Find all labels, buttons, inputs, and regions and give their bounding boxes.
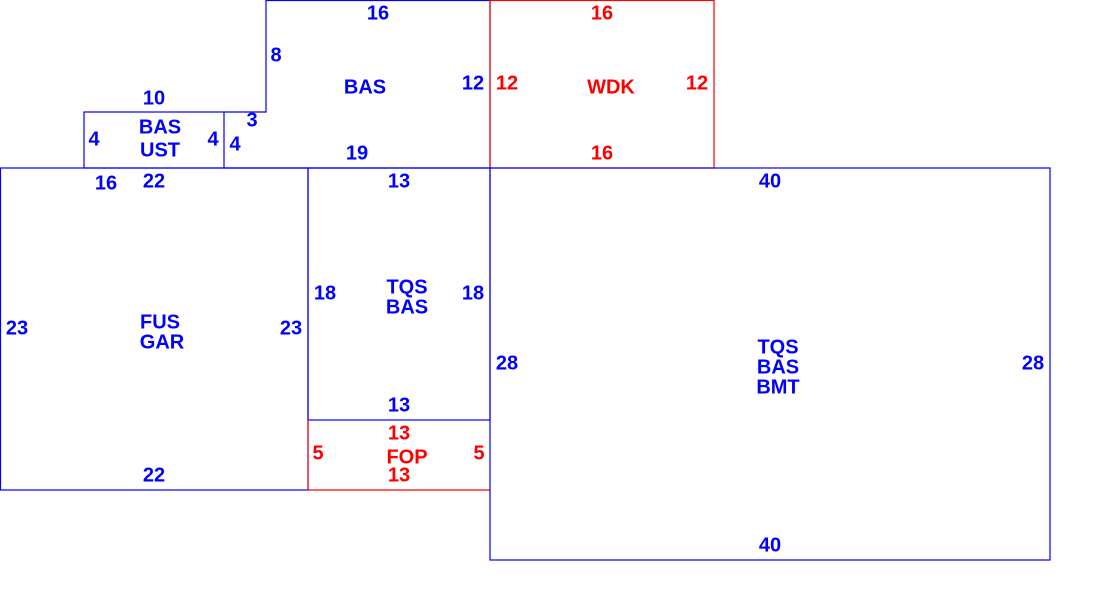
dim-left: 18 — [314, 282, 336, 304]
dim-right: 12 — [686, 72, 708, 94]
dim-top: 16 — [367, 2, 389, 24]
area-label-1: TQS — [386, 276, 427, 298]
dim-left: 4 — [88, 128, 100, 150]
area-fop: FOP 13 13 5 5 — [307, 420, 490, 491]
area-label-1: BAS — [139, 116, 181, 138]
dim-top: 13 — [388, 170, 410, 192]
area-tqs-bas-bmt: TQS BAS BMT 40 40 28 28 — [489, 167, 1051, 561]
outline — [307, 420, 490, 491]
outline — [489, 167, 1051, 561]
dim-right: 12 — [462, 72, 484, 94]
area-wdk: WDK 16 16 12 12 — [489, 0, 715, 169]
dim-left: 5 — [312, 442, 323, 464]
dim-bottom: 13 — [388, 394, 410, 416]
dim-bottom: 13 — [388, 464, 410, 486]
area-label: WDK — [587, 76, 635, 98]
dim-left: 23 — [6, 317, 28, 339]
area-tqs-bas: TQS BAS 13 13 18 18 — [307, 167, 491, 421]
dim-step: 3 — [246, 109, 257, 131]
dim-top: 16 — [591, 2, 613, 24]
area-label-2: UST — [140, 139, 180, 161]
area-label-1: TQS — [757, 336, 798, 358]
dim-bottom: 16 — [591, 142, 613, 164]
area-label-2: GAR — [140, 331, 185, 353]
area-label-2: BAS — [757, 356, 799, 378]
dim-left: 12 — [496, 72, 518, 94]
area-label-1: FUS — [140, 311, 180, 333]
dim-right: 23 — [280, 317, 302, 339]
area-label: FOP — [386, 446, 427, 468]
dim-left: 8 — [270, 44, 281, 66]
dim-right: 18 — [462, 282, 484, 304]
area-label-2: BAS — [386, 296, 428, 318]
dim-top: 10 — [143, 87, 165, 109]
dim-bottom: 19 — [346, 142, 368, 164]
area-label: BAS — [344, 76, 386, 98]
area-bas-ust: 10 BAS UST 16 4 4 4 — [83, 87, 241, 194]
area-label-3: BMT — [756, 376, 799, 398]
dim-bottom: 40 — [759, 534, 781, 556]
dim-top: 40 — [759, 170, 781, 192]
dim-right-outer: 4 — [229, 133, 241, 155]
dim-bottom: 16 — [95, 172, 117, 194]
dim-top: 22 — [143, 170, 165, 192]
dim-right: 28 — [1022, 352, 1044, 374]
dim-right: 4 — [207, 128, 219, 150]
dim-right: 5 — [473, 442, 484, 464]
area-fus-gar: FUS GAR 22 22 23 23 — [0, 167, 309, 491]
dim-bottom: 22 — [143, 464, 165, 486]
area-bas-upper: BAS 16 8 12 19 3 — [224, 0, 491, 169]
dim-left: 28 — [496, 352, 518, 374]
dim-top: 13 — [388, 422, 410, 444]
